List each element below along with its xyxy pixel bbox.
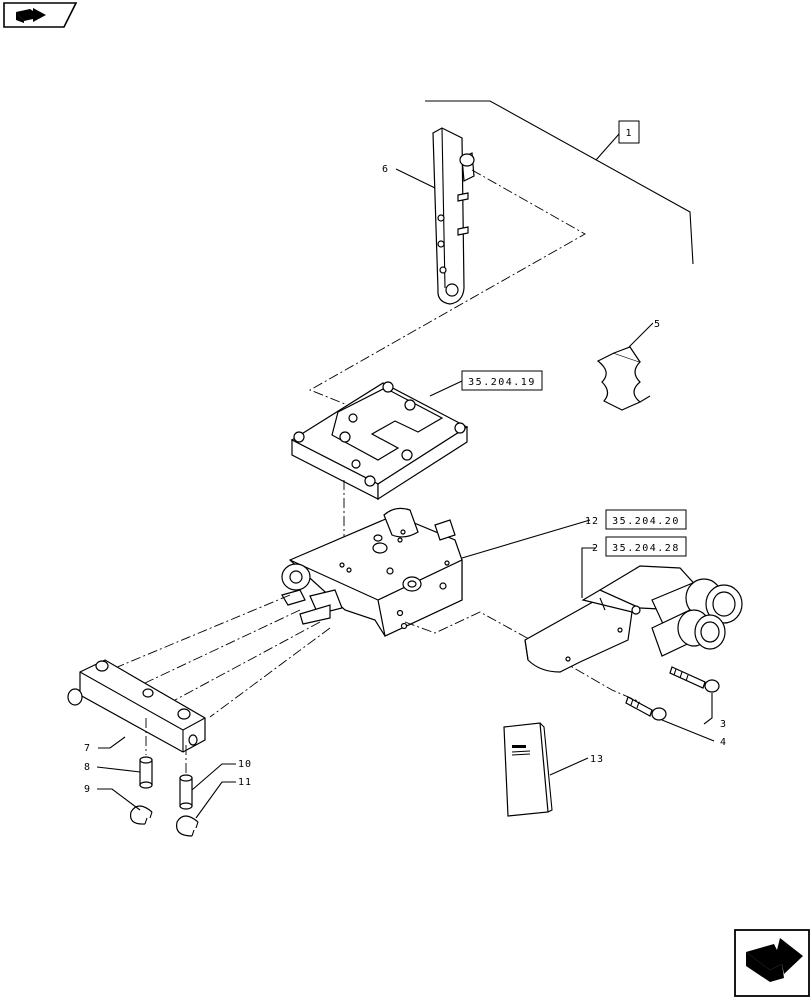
reference-valve-label: 35.204.20	[612, 516, 680, 527]
top-nav-button[interactable]	[3, 2, 78, 28]
leader-7	[98, 736, 126, 749]
leader-11	[195, 781, 236, 819]
manual-part-13	[503, 722, 553, 817]
callout-2: 2	[592, 543, 599, 554]
guide-valve-to-handle	[404, 611, 539, 645]
leader-2	[581, 547, 596, 598]
leader-6	[395, 168, 436, 189]
lever-part-6	[432, 127, 475, 305]
leader-10	[191, 763, 236, 791]
leader-12	[461, 519, 591, 559]
leader-5	[628, 322, 654, 348]
leader-13	[549, 757, 589, 776]
bottom-nav-button[interactable]	[734, 929, 810, 997]
retaining-clip-part-9	[129, 805, 153, 825]
reference-cover-label: 35.204.19	[468, 377, 536, 388]
leader-8	[96, 766, 141, 773]
guide-valve-linkage-d	[209, 627, 331, 718]
reference-handle-label: 35.204.28	[612, 543, 680, 554]
callout-13: 13	[590, 754, 604, 765]
guide-valve-linkage-c	[174, 621, 321, 701]
callout-8: 8	[84, 762, 91, 773]
reference-handle[interactable]: 35.204.28	[605, 536, 687, 557]
reference-cover[interactable]: 35.204.19	[461, 370, 543, 391]
screw-part-4	[625, 696, 667, 721]
callout-5: 5	[654, 319, 661, 330]
leader-9	[97, 788, 141, 811]
retaining-clip-part-11	[175, 815, 199, 837]
callout-6: 6	[382, 164, 389, 175]
callout-11: 11	[238, 777, 252, 788]
leader-4	[661, 719, 715, 742]
pin-part-8	[139, 756, 153, 789]
callout-9: 9	[84, 784, 91, 795]
guide-valve-linkage-b	[144, 609, 301, 684]
callout-12: 12	[585, 516, 599, 527]
cover-plate	[290, 381, 469, 501]
group-bracket-1: 1	[425, 100, 694, 265]
callout-3: 3	[720, 719, 727, 730]
guide-lever-to-cover	[308, 169, 586, 405]
callout-7: 7	[84, 743, 91, 754]
valve-body-part-12	[281, 507, 463, 637]
handle-coupler-part-2	[524, 565, 743, 673]
callout-4: 4	[720, 737, 727, 748]
pin-part-10	[179, 774, 193, 810]
leader-cover-ref	[429, 380, 463, 397]
next-page-arrow-icon	[746, 938, 803, 982]
next-page-arrow-icon	[16, 8, 46, 23]
linkage-part-7	[67, 659, 206, 753]
clip-part-5	[596, 346, 651, 411]
callout-10: 10	[238, 759, 252, 770]
reference-valve[interactable]: 35.204.20	[605, 509, 687, 530]
leader-3	[703, 693, 713, 725]
screw-part-3	[669, 666, 720, 693]
guide-valve-linkage-a	[114, 594, 291, 669]
callout-1: 1	[625, 128, 632, 139]
